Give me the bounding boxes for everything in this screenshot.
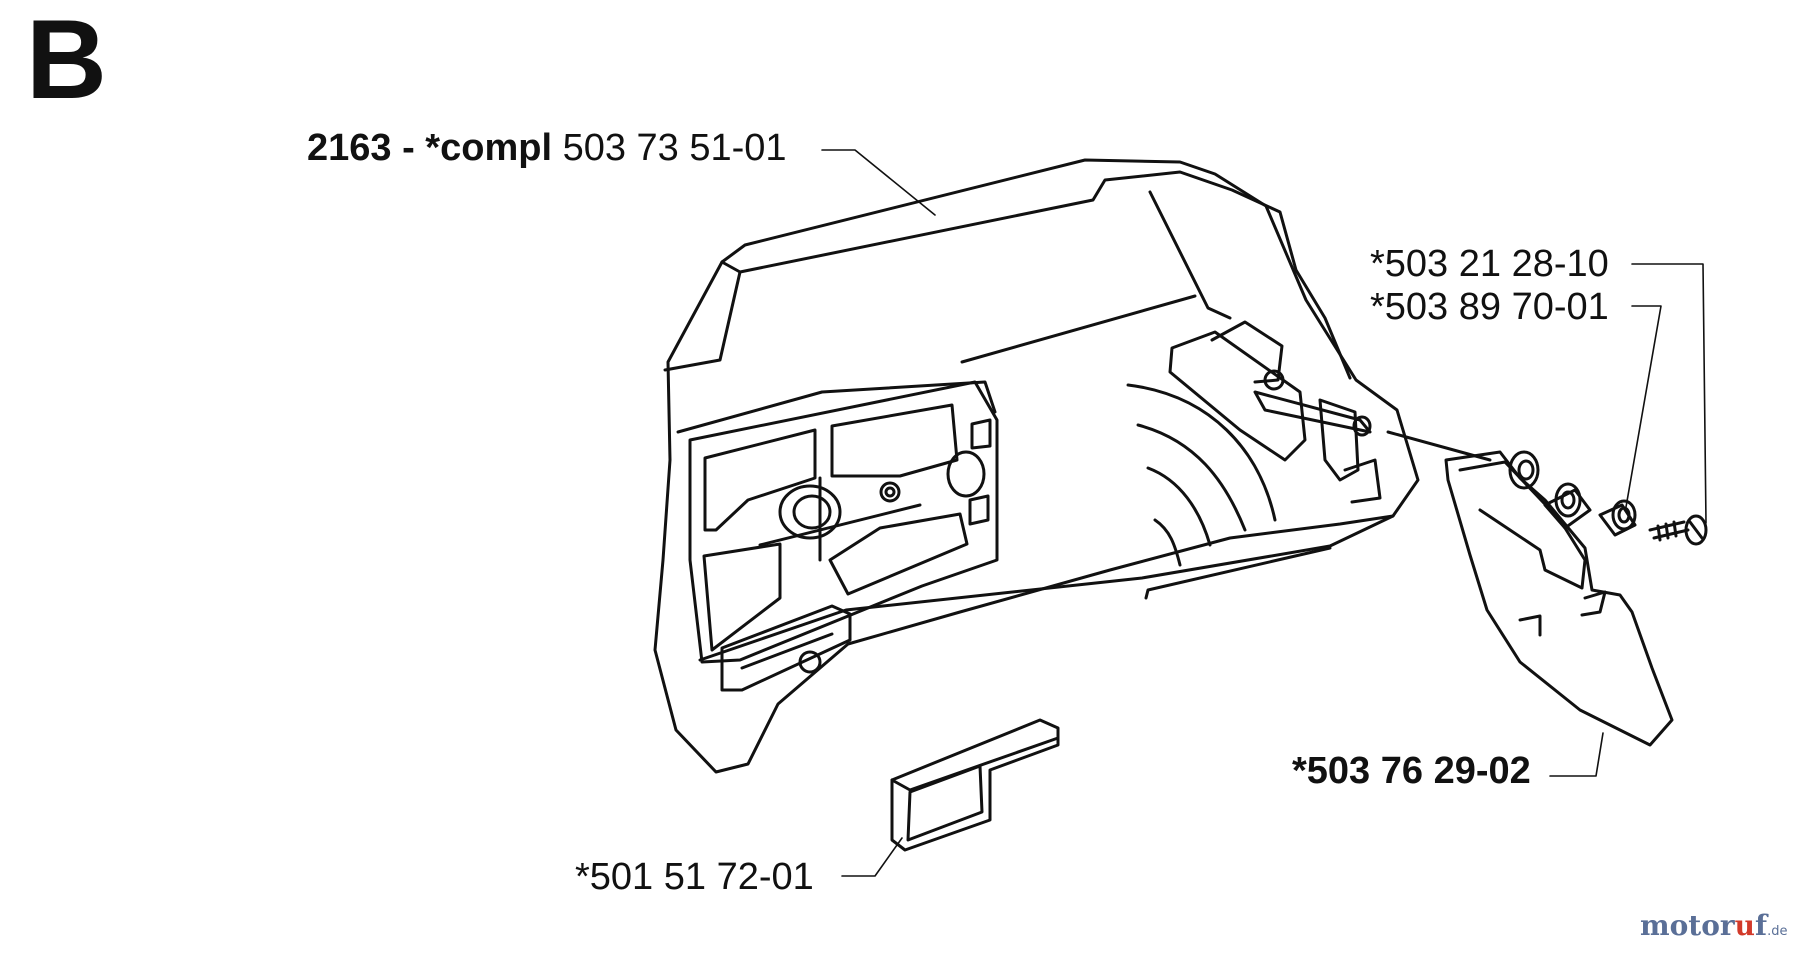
frame-rib-diagonal <box>758 503 922 547</box>
cover-inner-back <box>663 270 742 372</box>
frame-boss-left-inner <box>792 494 832 530</box>
frame-boss-right <box>946 450 986 498</box>
main-assembly-label: 2163 - *compl 503 73 51-01 <box>307 129 787 167</box>
leader-bushing <box>1625 305 1662 508</box>
frame-pocket-small-bottom <box>968 494 990 526</box>
bumper-inner <box>906 764 984 842</box>
bumper-outline <box>890 718 1060 852</box>
frame-pocket-top-left <box>703 428 817 532</box>
guard-notch-2 <box>1518 614 1542 637</box>
cover-step <box>1144 546 1332 600</box>
rib-curve-4 <box>1153 518 1182 567</box>
latch-knob <box>798 650 822 674</box>
rib-curve-2 <box>1136 423 1247 532</box>
frame-pocket-lower-left <box>702 542 782 652</box>
screw-slot <box>1688 520 1704 540</box>
cover-flat-line <box>960 294 1197 364</box>
bumper <box>890 718 1060 852</box>
frame-boss-left <box>778 484 842 540</box>
screw-part-label: *503 21 28-10 <box>1370 243 1609 285</box>
cover-face-top <box>676 380 997 434</box>
watermark-text-tld: .de <box>1767 924 1788 939</box>
guard-boss <box>1508 450 1540 490</box>
watermark-text-accent: u <box>1734 909 1756 942</box>
bushing-face-inner <box>1617 506 1631 524</box>
bushing-body <box>1598 503 1637 537</box>
bracket-body <box>1168 330 1307 462</box>
leader-bumper <box>841 837 903 877</box>
guard-notch <box>1580 590 1607 617</box>
clutch-cover <box>653 158 1492 774</box>
guard-inner-edge <box>1458 460 1587 590</box>
cover-top-rim <box>720 170 1352 380</box>
watermark-text-motor: motor <box>1640 909 1735 942</box>
frame-center-nut-inner <box>884 486 896 498</box>
frame-center-nut <box>879 481 901 503</box>
frame-pocket-small-top <box>970 418 992 450</box>
bracket-bolt <box>1263 369 1285 391</box>
cover-lower-edge <box>698 514 1395 662</box>
leader-screw <box>1631 263 1707 524</box>
watermark-text-rest: f <box>1755 909 1768 942</box>
screw-shank <box>1648 520 1690 542</box>
frame-pocket-top-right <box>830 403 959 478</box>
bracket-slot <box>1318 398 1360 482</box>
section-letter: B <box>26 0 107 122</box>
cover-outline <box>653 158 1420 774</box>
guard-boss-inner <box>1517 459 1535 481</box>
bumper-part-label: *501 51 72-01 <box>575 856 814 898</box>
bracket-rod-end <box>1352 415 1372 437</box>
latch-inner <box>740 632 834 670</box>
chain-guard <box>1444 450 1674 747</box>
hardware <box>1543 482 1708 546</box>
bumper-top-face <box>890 736 1060 792</box>
cover-back-wall <box>1148 190 1232 320</box>
bushing-face <box>1611 499 1637 531</box>
sleeve-end <box>1554 482 1582 518</box>
motoruf-watermark: motoruf.de <box>1640 912 1787 940</box>
rib-curve-1 <box>1126 383 1277 522</box>
frame-outer <box>688 380 999 664</box>
sleeve-end-inner <box>1560 490 1576 510</box>
leader-lines <box>821 149 1707 877</box>
main-assembly-part: 503 73 51-01 <box>562 127 787 169</box>
latch-body <box>720 604 852 692</box>
guard-outline <box>1444 450 1674 747</box>
rib-curve-3 <box>1146 466 1212 547</box>
bracket-rod <box>1253 390 1372 434</box>
bracket-top <box>1210 320 1284 384</box>
bracket-notch <box>1343 458 1382 504</box>
leader-main-cover <box>821 149 936 216</box>
chain-guard-part-label: *503 76 29-02 <box>1292 750 1531 792</box>
main-assembly-number: 2163 - *compl <box>307 127 552 169</box>
screw-head <box>1684 514 1708 546</box>
leader-chain-guard <box>1549 732 1604 777</box>
frame-pocket-lower-right <box>828 512 969 596</box>
bushing-part-label: *503 89 70-01 <box>1370 286 1609 328</box>
